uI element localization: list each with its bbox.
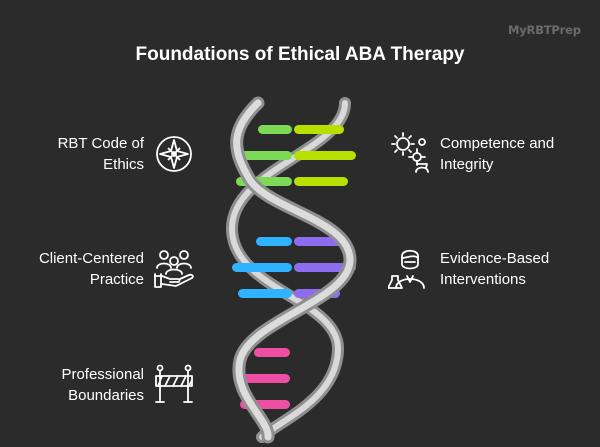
rung-blue-2 xyxy=(232,263,292,272)
scientist-icon xyxy=(388,249,425,289)
label-rbt-code-of-ethics: RBT Code of Ethics xyxy=(57,135,144,173)
rung-pink-1 xyxy=(254,348,290,357)
compass-icon xyxy=(156,136,192,172)
rung-pink-2 xyxy=(234,374,290,383)
label-evidence-based-interventions: Evidence-Based Interventions xyxy=(440,250,550,288)
rung-green-2 xyxy=(232,151,292,160)
rung-green-1 xyxy=(258,125,292,134)
label-professional-boundaries: Professional Boundaries xyxy=(61,366,144,404)
brand-watermark: MyRBTPrep xyxy=(508,23,581,37)
rung-lime-1 xyxy=(294,125,344,134)
label-competence-and-integrity: Competence and Integrity xyxy=(440,135,555,173)
rung-purple-2 xyxy=(294,263,356,272)
page-title: Foundations of Ethical ABA Therapy xyxy=(135,44,465,65)
barrier-icon xyxy=(155,364,193,403)
rung-lime-3 xyxy=(294,177,348,186)
rung-blue-3 xyxy=(238,289,292,298)
rung-lime-2 xyxy=(294,151,356,160)
rung-purple-1 xyxy=(294,237,344,246)
people-in-hand-icon xyxy=(154,250,194,288)
gears-person-icon xyxy=(391,132,429,173)
rung-blue-1 xyxy=(256,237,292,246)
label-client-centered-practice: Client-Centered Practice xyxy=(38,250,144,288)
